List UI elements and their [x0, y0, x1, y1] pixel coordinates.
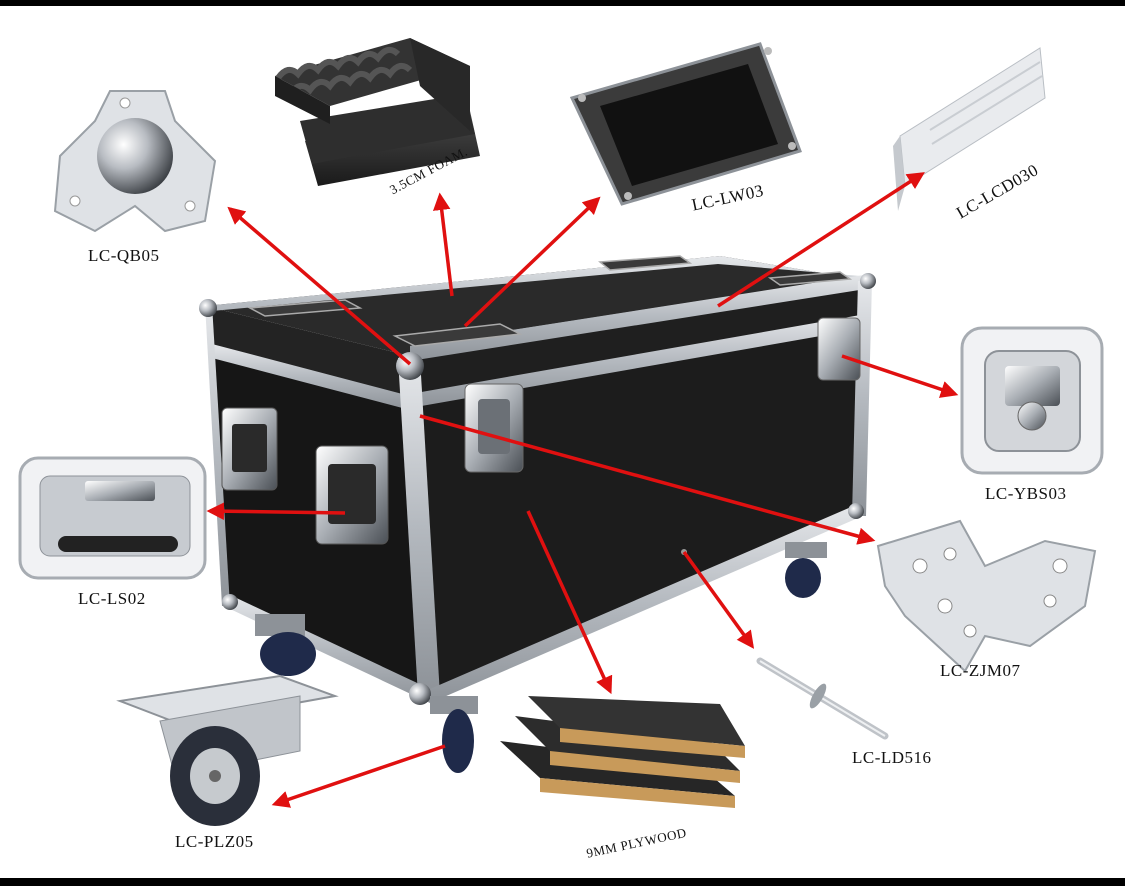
aluminum-angle-part	[893, 47, 1046, 211]
arrow-qb05	[227, 206, 412, 366]
butterfly-latch-part	[960, 326, 1104, 475]
arrow-foam	[432, 192, 454, 297]
side-handle-1	[221, 407, 278, 491]
side-handle-2	[315, 445, 389, 545]
arrow-plz05	[271, 744, 446, 808]
pointer-arrows	[206, 172, 959, 808]
case-lid-front	[410, 281, 870, 404]
arrow-lw03	[463, 196, 601, 328]
label-ybs03: LC-YBS03	[985, 484, 1067, 503]
case-body-front	[410, 324, 866, 696]
arrow-lcd030	[717, 172, 925, 308]
flight-case	[199, 255, 876, 773]
diagram-art	[18, 38, 1104, 826]
foam-part	[275, 38, 480, 186]
caster-wheel-part	[116, 674, 339, 826]
label-ls02: LC-LS02	[78, 589, 146, 608]
label-qb05: LC-QB05	[88, 246, 160, 265]
arrow-ls02	[206, 502, 346, 520]
arrow-zjm07	[419, 414, 876, 545]
arrow-ld516	[682, 550, 755, 649]
recessed-dish-part	[569, 42, 802, 206]
case-lid-side	[205, 306, 410, 404]
corner-brace-part	[876, 519, 1097, 673]
arrow-plywood	[526, 510, 613, 695]
label-zjm07: LC-ZJM07	[940, 661, 1021, 680]
arrow-ybs03	[841, 354, 959, 398]
ball-corner-part	[53, 90, 217, 233]
plywood-part	[500, 696, 745, 808]
rivet-part	[756, 657, 889, 740]
diagram-canvas: LC-QB05 3.5CM FOAM. LC-LW03 LC-LCD030 LC…	[0, 6, 1125, 878]
label-ld516: LC-LD516	[852, 748, 932, 767]
label-plz05: LC-PLZ05	[175, 832, 254, 851]
surface-handle-part	[18, 456, 207, 580]
